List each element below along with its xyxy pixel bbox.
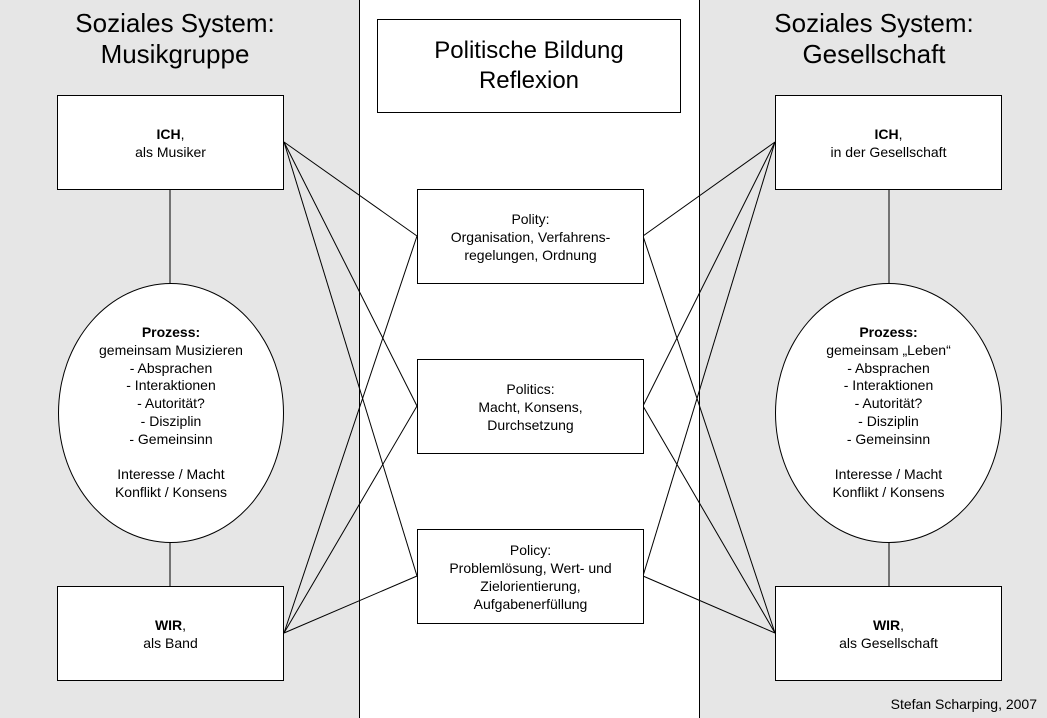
polity-box: Polity: Organisation, Verfahrens- regelu…	[417, 189, 644, 284]
right-wir-to-polity-line	[642, 235, 776, 634]
left-system-heading: Soziales System: Musikgruppe	[20, 8, 330, 70]
right-prozess-line: - Disziplin	[858, 412, 919, 429]
right-ich-to-politics-line	[642, 141, 776, 407]
left-wir-box: WIR, als Band	[57, 586, 284, 681]
right-wir-to-policy-line	[642, 575, 776, 634]
policy-title: Policy:	[509, 541, 552, 558]
right-prozess-circle: Prozess: gemeinsam „Leben“ - Absprachen …	[775, 283, 1002, 543]
left-ich-subtitle: als Musiker	[135, 143, 206, 160]
polity-title: Polity:	[511, 210, 550, 227]
left-heading-line1: Soziales System:	[75, 8, 275, 38]
right-prozess-extra: Interesse / Macht	[834, 466, 943, 483]
right-ich-to-policy-line	[642, 141, 776, 577]
left-prozess-line: gemeinsam Musizieren	[99, 341, 243, 358]
left-wir-to-polity-line	[283, 235, 418, 634]
right-prozess-line: - Interaktionen	[843, 377, 934, 394]
left-prozess-line: - Autorität?	[137, 395, 205, 412]
left-ich-label: ICH	[156, 125, 181, 142]
policy-box: Policy: Problemlösung, Wert- und Zielori…	[417, 529, 644, 624]
right-prozess-line: - Autorität?	[854, 395, 923, 412]
policy-line: Aufgabenerfüllung	[473, 595, 588, 612]
left-prozess-line: - Gemeinsinn	[129, 430, 213, 447]
left-wir-subtitle: als Band	[143, 634, 198, 651]
left-prozess-extra: Konflikt / Konsens	[114, 484, 228, 501]
center-title-box: Politische Bildung Reflexion	[377, 19, 681, 113]
left-wir-label: WIR	[154, 616, 183, 633]
right-wir-to-politics-line	[642, 405, 776, 634]
left-heading-line2: Musikgruppe	[100, 39, 250, 69]
policy-line: Problemlösung, Wert- und	[449, 559, 612, 576]
right-ich-subtitle: in der Gesellschaft	[830, 143, 947, 160]
left-prozess-line: - Disziplin	[140, 412, 202, 429]
right-prozess-line: gemeinsam „Leben“	[826, 341, 951, 358]
polity-line: Organisation, Verfahrens-	[450, 228, 611, 245]
left-prozess-circle: Prozess: gemeinsam Musizieren - Absprach…	[58, 283, 284, 543]
left-ich-to-polity-line	[283, 141, 418, 237]
right-ich-comma: ,	[898, 125, 903, 142]
right-ich-to-polity-line	[642, 141, 776, 237]
right-heading-line1: Soziales System:	[774, 8, 974, 38]
right-wir-label: WIR	[872, 616, 901, 633]
right-heading-line2: Gesellschaft	[802, 39, 946, 69]
politics-title: Politics:	[506, 380, 555, 397]
left-prozess-line: - Absprachen	[129, 359, 213, 376]
politics-line: Macht, Konsens,	[478, 398, 583, 415]
left-prozess-extra: Interesse / Macht	[117, 466, 225, 483]
center-title-line1: Politische Bildung	[434, 37, 624, 64]
politics-box: Politics: Macht, Konsens, Durchsetzung	[417, 359, 644, 454]
left-prozess-title: Prozess:	[141, 323, 201, 340]
policy-line: Zielorientierung,	[480, 577, 581, 594]
polity-line: regelungen, Ordnung	[464, 246, 597, 263]
left-wir-comma: ,	[182, 616, 187, 633]
right-wir-subtitle: als Gesellschaft	[839, 634, 938, 651]
left-wir-to-policy-line	[283, 575, 418, 634]
left-ich-to-politics-line	[283, 141, 418, 407]
right-prozess-title: Prozess:	[859, 323, 918, 340]
left-ich-box: ICH, als Musiker	[57, 95, 284, 190]
left-wir-to-politics-line	[283, 405, 418, 634]
right-ich-label: ICH	[874, 125, 899, 142]
right-wir-box: WIR, als Gesellschaft	[775, 586, 1002, 681]
left-ich-to-policy-line	[283, 141, 418, 577]
right-wir-comma: ,	[900, 616, 905, 633]
left-ich-comma: ,	[180, 125, 185, 142]
center-title-line2: Reflexion	[478, 67, 580, 94]
right-system-heading: Soziales System: Gesellschaft	[718, 8, 1030, 70]
right-prozess-line: - Gemeinsinn	[846, 430, 931, 447]
left-prozess-line: - Interaktionen	[126, 377, 216, 394]
politics-line: Durchsetzung	[487, 416, 574, 433]
author-credit: Stefan Scharping, 2007	[890, 696, 1037, 712]
right-prozess-extra: Konflikt / Konsens	[832, 484, 945, 501]
right-prozess-line: - Absprachen	[847, 359, 930, 376]
right-ich-box: ICH, in der Gesellschaft	[775, 95, 1002, 190]
